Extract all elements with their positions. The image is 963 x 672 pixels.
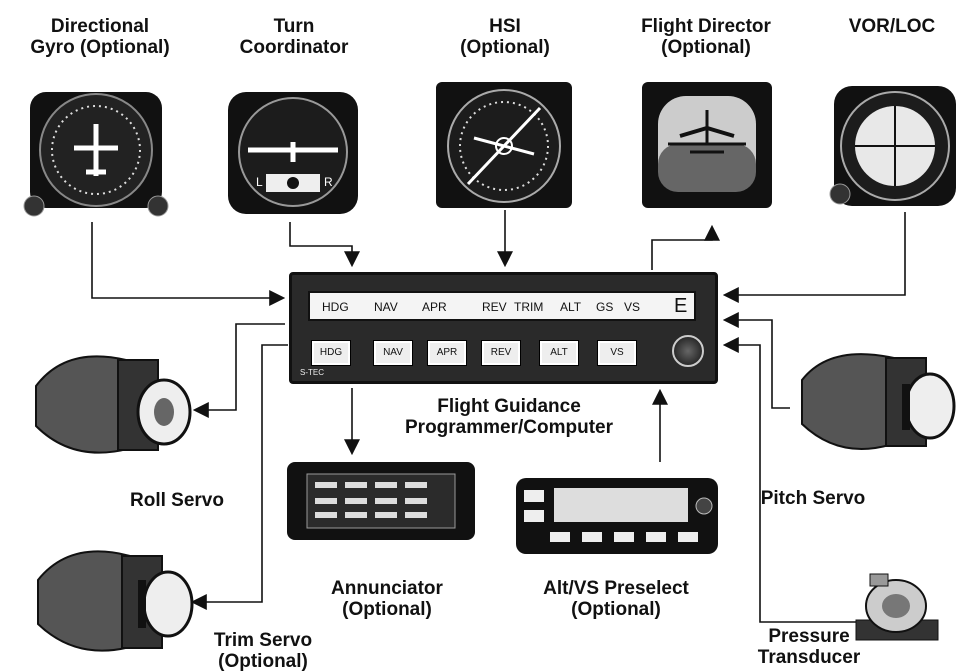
label-pitch-servo: Pitch Servo bbox=[760, 488, 866, 509]
alt-vs-preselect-image bbox=[516, 478, 718, 554]
arrow-transducer-to-programmer bbox=[722, 337, 868, 623]
flight-guidance-programmer: HDG NAV APR REV TRIM ALT GS VS E HDG NAV… bbox=[289, 272, 718, 384]
apr-button[interactable]: APR bbox=[427, 340, 467, 366]
programmer-display: HDG NAV APR REV TRIM ALT GS VS E bbox=[308, 291, 696, 321]
nav-button[interactable]: NAV bbox=[373, 340, 413, 366]
display-hdg: HDG bbox=[322, 300, 349, 314]
label-trim-servo: Trim Servo(Optional) bbox=[213, 630, 313, 672]
label-flight-director: Flight Director(Optional) bbox=[641, 16, 771, 58]
programmer-model-tag: S-TEC bbox=[300, 368, 324, 377]
pitch-servo-image bbox=[801, 353, 956, 450]
display-nav: NAV bbox=[374, 300, 398, 314]
hdg-button[interactable]: HDG bbox=[311, 340, 351, 366]
flight-director-instrument bbox=[642, 82, 772, 208]
arrow-pitch-to-programmer bbox=[722, 312, 790, 409]
arrow-programmer-to-trim bbox=[190, 344, 288, 610]
display-rev: REV bbox=[482, 300, 507, 314]
arrow-programmer-to-fd bbox=[651, 224, 720, 270]
vor-loc-instrument bbox=[829, 86, 956, 206]
display-alt: ALT bbox=[560, 300, 582, 314]
alt-button[interactable]: ALT bbox=[539, 340, 579, 366]
display-vs: VS bbox=[624, 300, 641, 314]
annunciator-image bbox=[287, 462, 475, 540]
pressure-transducer-image bbox=[855, 573, 939, 641]
label-vor-loc: VOR/LOC bbox=[848, 16, 936, 37]
svg-text:L: L bbox=[256, 175, 263, 189]
arrow-tc-to-programmer bbox=[289, 222, 360, 268]
arrow-programmer-to-roll bbox=[192, 323, 285, 418]
display-gs: GS bbox=[596, 300, 614, 314]
label-roll-servo: Roll Servo bbox=[130, 490, 224, 511]
directional-gyro-instrument bbox=[23, 92, 169, 217]
label-annunciator: Annunciator(Optional) bbox=[331, 578, 443, 620]
arrow-dg-to-programmer bbox=[91, 222, 286, 306]
svg-text:R: R bbox=[324, 175, 333, 189]
arrow-vor-to-programmer bbox=[722, 212, 906, 303]
hsi-instrument bbox=[436, 82, 572, 208]
label-hsi: HSI(Optional) bbox=[460, 16, 550, 58]
rev-button[interactable]: REV bbox=[481, 340, 521, 366]
display-apr: APR bbox=[422, 300, 447, 314]
turn-coordinator-instrument: L R bbox=[228, 92, 358, 214]
display-trim: TRIM bbox=[514, 300, 544, 314]
trim-servo-image bbox=[37, 550, 194, 652]
vs-button[interactable]: VS bbox=[597, 340, 637, 366]
roll-servo-image bbox=[35, 355, 192, 454]
programmer-knob[interactable] bbox=[672, 335, 704, 367]
display-e: E bbox=[674, 295, 688, 317]
label-alt-vs-preselect: Alt/VS Preselect(Optional) bbox=[543, 578, 689, 620]
